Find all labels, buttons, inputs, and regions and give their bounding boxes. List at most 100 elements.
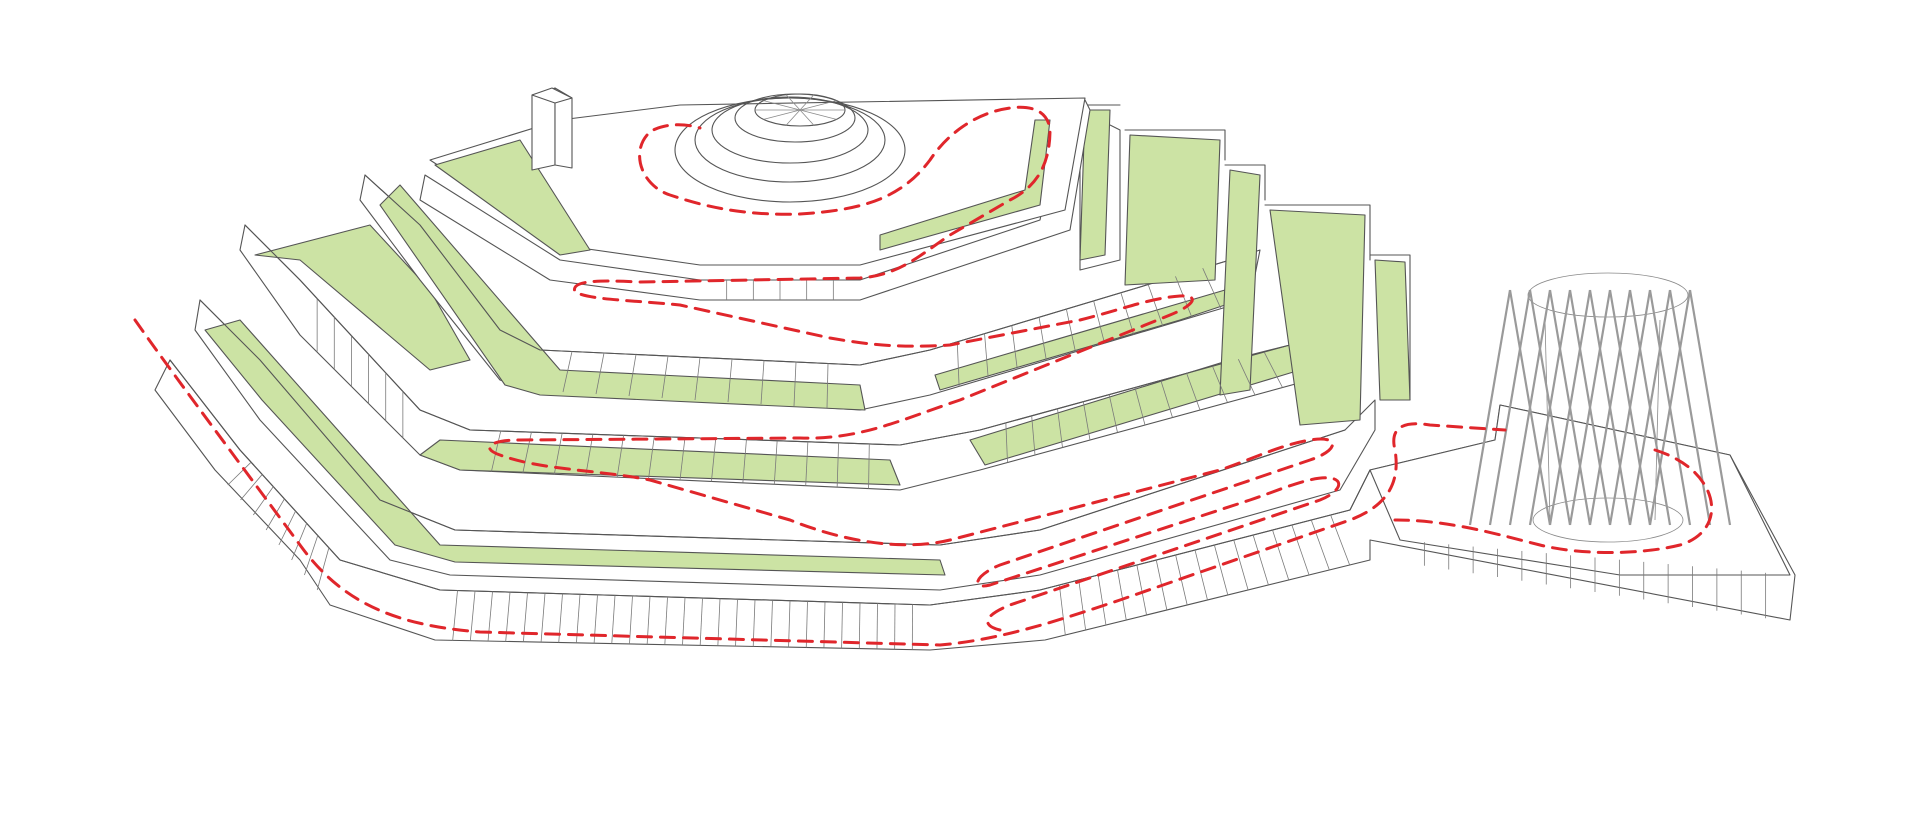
upper-mullion [773,440,778,485]
facade-mullion [316,547,330,591]
dome-spoke [799,109,837,120]
upper-mullion [826,363,829,409]
facade-mullion [1078,579,1087,631]
facade-mullion [770,600,773,647]
upper-mullion [727,358,733,403]
facade-mullion [540,593,546,643]
facade-mullion [1136,564,1147,616]
facade-mullion [1194,549,1208,601]
dome-spoke [799,94,815,111]
tier-1-edge [199,299,1346,546]
facade-mullion [1330,514,1351,566]
top-level [419,97,1091,301]
upper-mullion [616,435,624,478]
upper-mullion [836,442,839,488]
tier-1 [194,299,1376,591]
upper-mullion [694,357,701,401]
upper-mullion [711,438,717,482]
upper-mullion [1263,351,1283,388]
dome-ring-3 [711,96,869,164]
upper-mullion [742,439,747,483]
upper-mullion [1057,408,1063,448]
right-green-strip-d [1269,209,1366,426]
facade-mullion [1233,539,1249,591]
tier-3-green-roof-left [379,184,866,411]
facade-mullion [841,602,843,649]
upper-mullion [793,361,797,407]
lattice-member [1488,289,1532,526]
upper-mullion [628,354,637,397]
tier-1-green-roof [204,319,946,576]
upper-mullion [1082,401,1091,441]
lattice-member [1588,289,1632,526]
chimney-top [531,87,573,104]
tier-3-edge [364,174,1231,366]
facade-mullion [469,591,476,641]
upper-mullion [1120,292,1135,335]
dome-spoke [763,100,801,111]
lattice-tower-base [1532,497,1684,543]
upper-facade-mullions [316,268,1283,489]
upper-mullion [1147,284,1164,327]
dome [674,93,906,203]
lattice-member [1608,289,1652,526]
facade-mullion [858,602,861,649]
upper-mullion [1038,317,1047,361]
dome-spoke [799,100,837,111]
tier-2-green-roof-left [254,224,471,371]
top-level-green-roof-left [434,139,591,256]
lattice-member [1668,289,1712,526]
facade-mullion [1272,529,1290,581]
facade-mullion [611,595,616,644]
lattice-member [1528,289,1572,526]
chimney-tower [531,87,573,171]
right-green-strip-e [1374,259,1411,401]
right-green-strip-a [1079,109,1111,261]
facade-mullion [1058,584,1066,636]
right-terrace-strips [1074,104,1411,426]
right-strip-edges [1074,104,1411,401]
facade-mullion [876,603,878,649]
facade-mullion [1117,569,1127,621]
upper-mullion [595,352,605,395]
lattice-tower [1468,272,1732,543]
lattice-member [1688,289,1732,526]
right-green-strip-c [1219,169,1261,396]
upper-mullion [1186,373,1201,411]
upper-mullion [1005,422,1008,463]
dome-spoke [785,109,801,126]
base-facade-mullions [227,461,1351,650]
upper-mullion [1160,380,1173,418]
upper-mullion [491,430,502,472]
top-level-green-roof-right [879,119,1051,251]
dome-spokes [755,94,845,126]
upper-mullion [805,441,809,486]
upper-mullion [868,443,870,489]
upper-mullion [956,341,960,387]
upper-mullion [1108,394,1118,433]
dome-spoke [799,109,815,126]
upper-mullion [648,436,655,479]
upper-mullion [1202,268,1222,309]
upper-mullion [1065,309,1076,352]
upper-mullion [679,437,686,481]
dome-spoke [763,109,801,120]
upper-mullion [1134,387,1146,426]
facade-mullion [1310,519,1330,571]
tier-2 [239,224,1321,491]
lattice-member [1648,289,1692,526]
upper-mullion [562,351,573,393]
lattice-diagrid [1468,289,1732,526]
facade-mullion [253,486,274,516]
upper-mullion [1237,358,1256,396]
facade-mullion [1252,534,1269,586]
upper-mullion [1175,276,1193,318]
facade-mullion [227,461,252,486]
tier-2-edge [244,224,1291,446]
facade-mullion [265,498,285,531]
lattice-member [1548,289,1592,526]
facade-mullion [1097,574,1107,626]
upper-mullion [585,434,594,476]
upper-mullion [1212,366,1228,403]
